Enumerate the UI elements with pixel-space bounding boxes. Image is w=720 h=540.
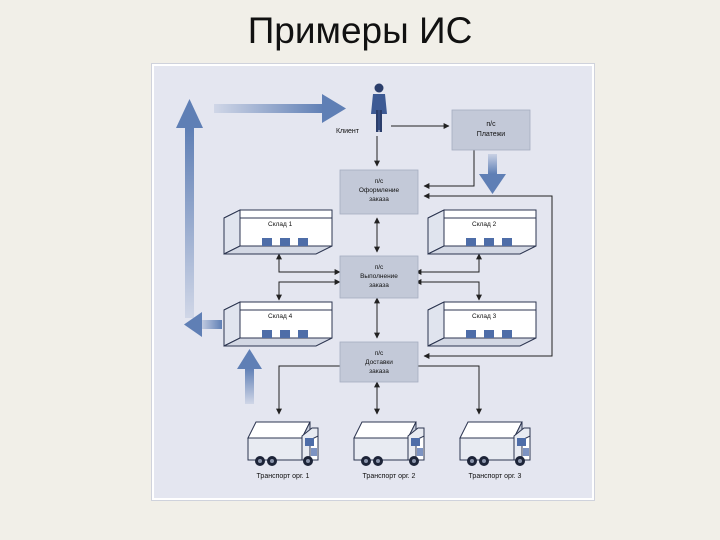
truck-3-icon xyxy=(459,421,531,467)
warehouse-1-label: Склад 1 xyxy=(268,221,293,228)
transport-3-label: Транспорт орг. 3 xyxy=(469,473,522,480)
delivery-line2: Доставки xyxy=(365,359,393,366)
fulfillment-line3: заказа xyxy=(369,282,389,289)
subsystem-order-entry: п/с Оформление заказа xyxy=(339,169,419,215)
fulfillment-line1: п/с xyxy=(375,264,384,271)
client-figure-icon xyxy=(371,83,387,132)
truck-1-icon xyxy=(247,421,319,467)
flow-arrows xyxy=(176,94,506,404)
subsystem-payments: п/с Платежи xyxy=(451,109,531,151)
payments-line2: Платежи xyxy=(477,131,505,138)
warehouse-4-label: Склад 4 xyxy=(268,313,293,320)
delivery-line1: п/с xyxy=(375,350,384,357)
warehouse-3-label: Склад 3 xyxy=(472,313,497,320)
connectors xyxy=(276,123,553,415)
slide-title: Примеры ИС xyxy=(247,10,473,51)
subsystem-order-delivery: п/с Доставки заказа xyxy=(339,341,419,383)
transport-2-label: Транспорт орг. 2 xyxy=(363,473,416,480)
truck-2-icon xyxy=(353,421,425,467)
warehouse-1: Склад 1 xyxy=(223,209,333,255)
warehouse-2-label: Склад 2 xyxy=(472,221,497,228)
fulfillment-line2: Выполнение xyxy=(360,273,398,280)
order-entry-line3: заказа xyxy=(369,196,389,203)
information-system-diagram: Клиент п/с Платежи п/с Оформление заказа… xyxy=(152,64,594,500)
warehouse-3: Склад 3 xyxy=(427,301,537,347)
warehouse-2: Склад 2 xyxy=(427,209,537,255)
order-entry-line2: Оформление xyxy=(359,187,400,194)
payments-line1: п/с xyxy=(486,121,496,128)
subsystem-order-fulfillment: п/с Выполнение заказа xyxy=(339,255,419,299)
transport-1-label: Транспорт орг. 1 xyxy=(257,473,310,480)
delivery-line3: заказа xyxy=(369,368,389,375)
warehouse-4: Склад 4 xyxy=(223,301,333,347)
client-label: Клиент xyxy=(336,128,360,135)
order-entry-line1: п/с xyxy=(375,178,384,185)
